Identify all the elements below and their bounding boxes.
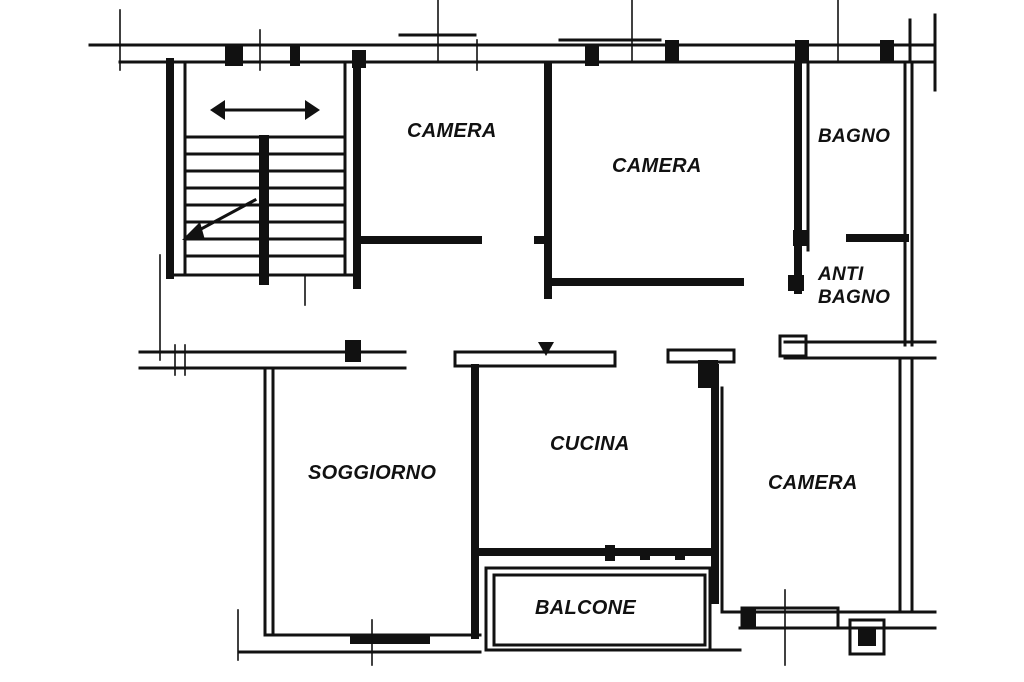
label-camera-1: CAMERA [407, 120, 497, 142]
cucina-walls [476, 364, 719, 604]
corridor-south-wall [138, 334, 937, 388]
label-balcone: BALCONE [535, 597, 636, 619]
camera-2-walls [544, 61, 744, 299]
camera-3-walls [720, 356, 937, 666]
stairwell [159, 58, 361, 361]
label-camera-3: CAMERA [768, 472, 858, 494]
label-soggiorno: SOGGIORNO [308, 462, 436, 484]
label-anti-bagno-line1: ANTI [817, 264, 864, 285]
label-anti-bagno-line2: BAGNO [818, 287, 890, 308]
label-cucina: CUCINA [550, 433, 630, 455]
bathroom-walls [788, 60, 914, 347]
label-bagno: BAGNO [818, 126, 890, 147]
soggiorno-walls [237, 364, 482, 666]
label-camera-2: CAMERA [612, 155, 702, 177]
balcone-railing [484, 566, 742, 652]
